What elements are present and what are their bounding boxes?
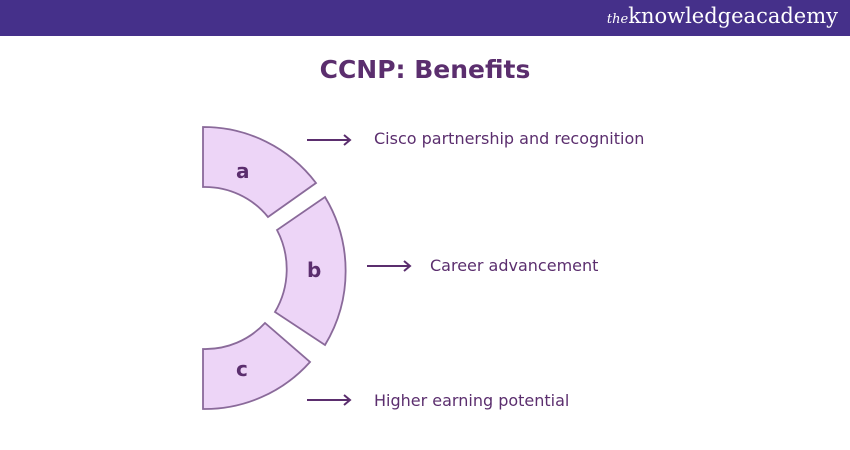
segment-a (202, 126, 318, 219)
page-title: CCNP: Benefits (319, 55, 531, 84)
segment-b (273, 195, 347, 347)
segment-a-letter: a (236, 159, 250, 183)
logo-prefix: the (606, 12, 629, 27)
segment-c-letter: c (236, 357, 248, 381)
arrow-icon-c (307, 394, 352, 406)
benefit-b-label: Career advancement (430, 256, 599, 275)
header-bar: theknowledgeacademy (0, 0, 850, 36)
benefit-c-label: Higher earning potential (374, 391, 570, 410)
brand-logo[interactable]: theknowledgeacademy (607, 4, 838, 28)
arrow-icon-b (367, 260, 412, 272)
segment-b-letter: b (307, 258, 322, 282)
benefit-a-label: Cisco partnership and recognition (374, 129, 645, 148)
arrow-icon-a (307, 134, 352, 146)
logo-name: knowledgeacademy (628, 4, 838, 28)
segment-c (202, 321, 312, 410)
